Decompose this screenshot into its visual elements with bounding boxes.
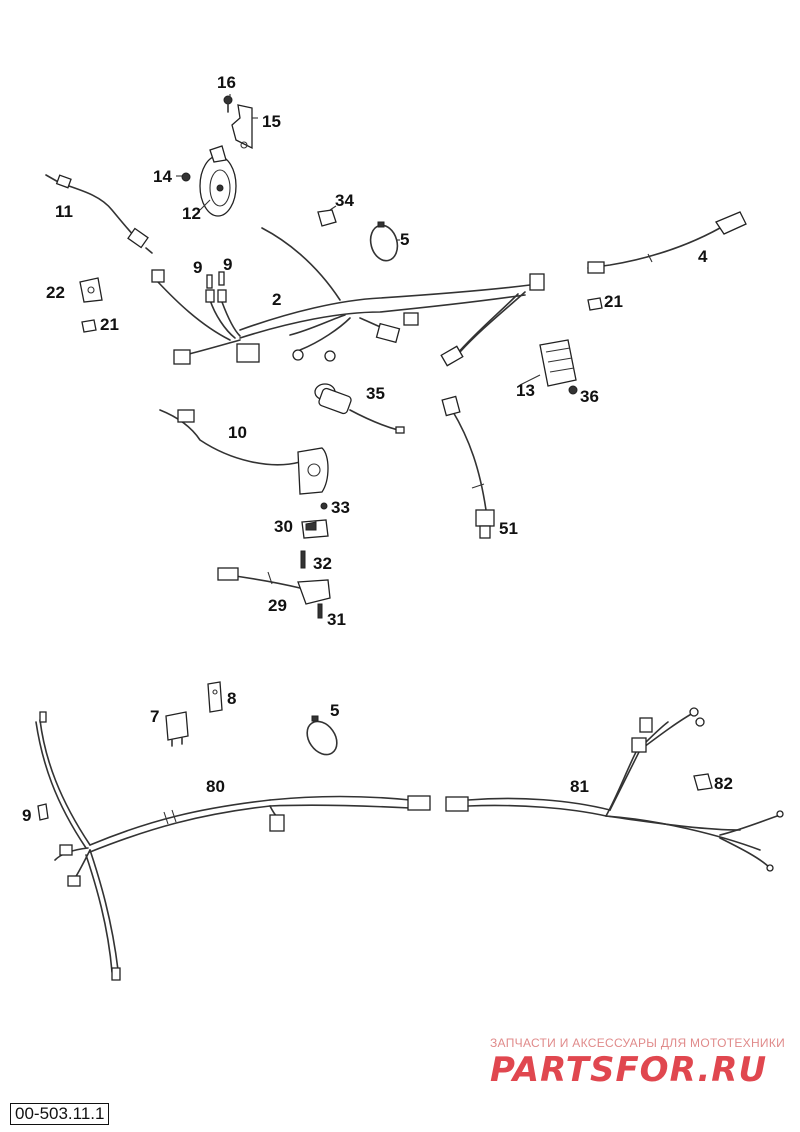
callout-7: 7 (150, 707, 159, 726)
callout-21-right: 21 (604, 292, 623, 311)
callout-80: 80 (206, 777, 225, 796)
bracket-22 (79, 277, 103, 303)
bracket-15 (231, 104, 253, 150)
callout-2: 2 (272, 290, 281, 309)
callout-9a: 9 (193, 258, 202, 277)
part-33 (320, 502, 328, 510)
callout-8: 8 (227, 689, 236, 708)
callout-31: 31 (327, 610, 346, 629)
callout-22: 22 (46, 283, 65, 302)
grommet-82 (693, 773, 713, 791)
callout-12: 12 (182, 204, 201, 223)
harness-80 (35, 711, 431, 981)
cable-4 (587, 211, 747, 274)
leader-lines (176, 94, 541, 386)
relay-7 (165, 711, 189, 747)
callout-82: 82 (714, 774, 733, 793)
harness-81 (445, 707, 784, 872)
callout-9b: 9 (223, 255, 232, 274)
sensor-51 (441, 395, 495, 539)
component-35 (314, 383, 405, 434)
callout-13: 13 (516, 381, 535, 400)
main-harness-2 (151, 227, 545, 367)
nut-21-right (587, 297, 603, 311)
callout-33: 33 (331, 498, 350, 517)
callout-32: 32 (313, 554, 332, 573)
bracket-8 (207, 681, 223, 713)
watermark-tagline: ЗАПЧАСТИ И АКСЕССУАРЫ ДЛЯ МОТОТЕХНИКИ (490, 1036, 786, 1050)
document-code: 00-503.11.1 (10, 1103, 110, 1125)
callout-9-lower: 9 (22, 806, 31, 825)
watermark-logo: PARTSFOR.RU (490, 1050, 768, 1090)
regulator-13 (539, 339, 577, 387)
callout-21-left: 21 (100, 315, 119, 334)
callout-30: 30 (274, 517, 293, 536)
screw-36 (568, 385, 578, 395)
cable-tie-5-lower (306, 715, 338, 756)
callout-14: 14 (153, 167, 172, 186)
callout-11: 11 (55, 202, 73, 221)
callout-36: 36 (580, 387, 599, 406)
screw-9-lower (37, 803, 49, 821)
callout-15: 15 (262, 112, 281, 131)
callout-81: 81 (570, 777, 589, 796)
callout-4: 4 (698, 247, 708, 266)
callout-10: 10 (228, 423, 247, 442)
screw-31 (317, 603, 323, 619)
sensor-29 (217, 567, 331, 605)
callout-51: 51 (499, 519, 518, 538)
callout-16: 16 (217, 73, 236, 92)
horn-12 (199, 145, 237, 217)
clip-34 (317, 209, 337, 227)
callout-5-lower: 5 (330, 701, 339, 720)
nut-14 (181, 172, 191, 182)
callout-labels: 16 15 14 12 11 34 5 4 9 9 2 22 21 21 13 … (22, 73, 733, 825)
screw-32 (300, 550, 306, 569)
cable-11 (45, 174, 153, 254)
cable-tie-5 (369, 221, 399, 262)
screws-9 (206, 271, 225, 289)
callout-29: 29 (268, 596, 287, 615)
callout-34: 34 (335, 191, 354, 210)
cable-10 (159, 409, 329, 495)
part-30 (301, 519, 329, 539)
callout-5-top: 5 (400, 230, 409, 249)
callout-35: 35 (366, 384, 385, 403)
nut-21-left (81, 319, 97, 333)
bolt-16 (223, 95, 233, 113)
